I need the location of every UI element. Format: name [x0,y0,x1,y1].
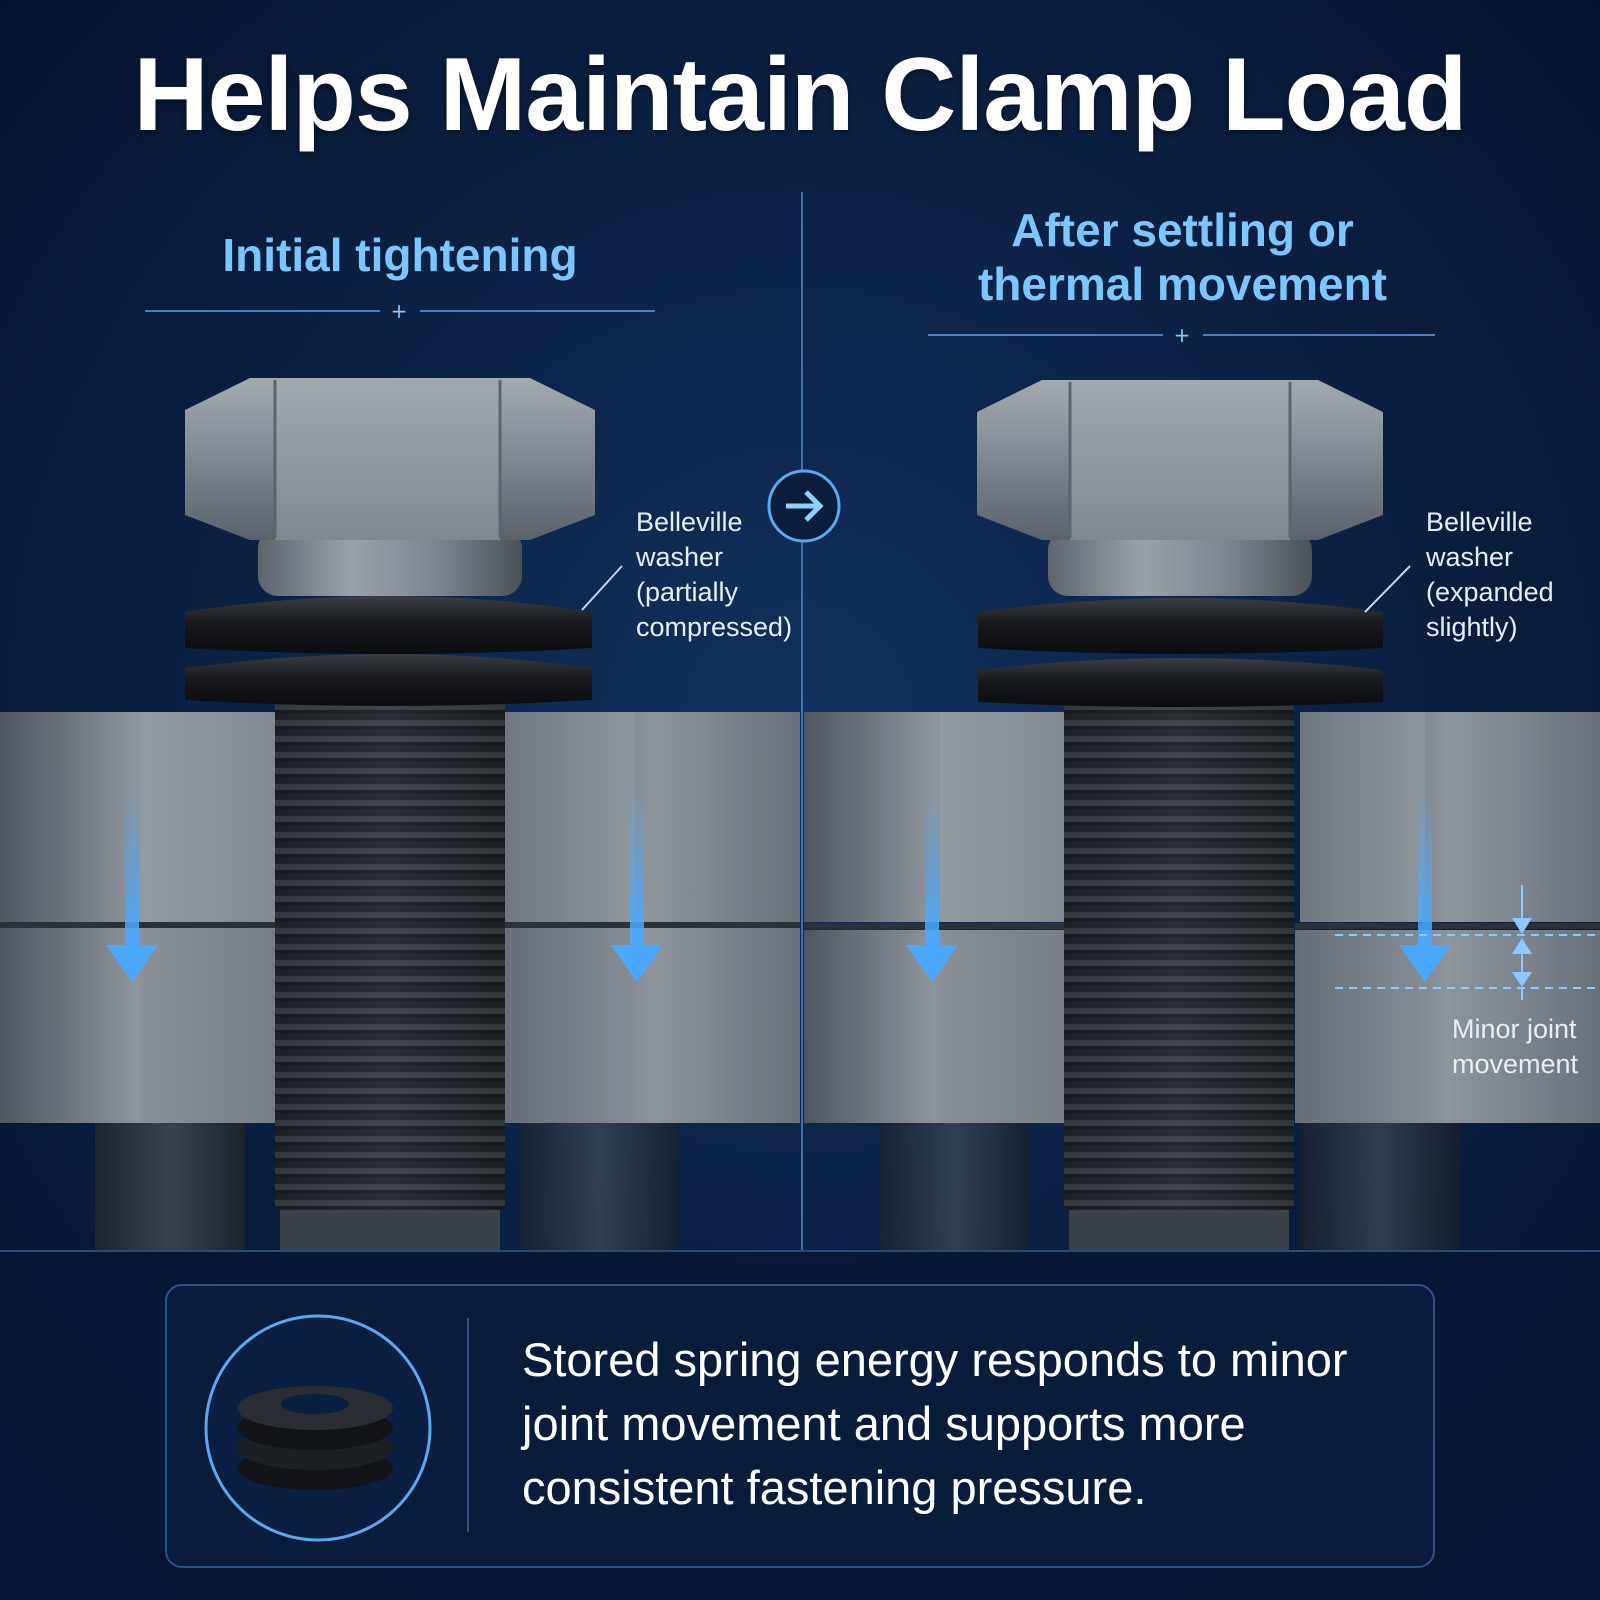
callout-line: Belleville [636,507,743,537]
right-panel-title-line: thermal movement [977,258,1387,310]
svg-text:+: + [1174,323,1191,347]
callout-line: (partially [636,577,739,607]
left-title-ornament: + [145,299,655,323]
clamp-arrow-icon [906,795,958,982]
dimension-arrow-icon [1335,885,1600,1000]
right-belleville-washer-lower [978,658,1383,707]
clamp-arrow-icon [1399,795,1451,982]
left-washer-callout: Belleville washer (partially compressed) [636,505,796,645]
callout-line: compressed) [636,612,793,642]
arrow-right-icon [767,469,841,543]
left-panel-title: Initial tightening [150,228,650,282]
clamp-arrow-icon [611,790,663,982]
right-title-ornament: + [928,323,1435,347]
minor-joint-movement-label: Minor joint movement [1452,1012,1592,1082]
callout-line: washer [1426,542,1514,572]
right-belleville-washer-upper [978,598,1383,654]
movement-line: movement [1452,1049,1579,1079]
left-panel-title-text: Initial tightening [222,229,578,281]
clamp-arrow-icon [106,790,158,982]
left-assembly [0,378,800,1250]
left-belleville-washer-upper [185,596,592,654]
movement-line: Minor joint [1452,1014,1577,1044]
right-washer-callout: Belleville washer (expanded slightly) [1426,505,1586,645]
summary-box [165,1284,1435,1568]
callout-line: (expanded [1426,577,1554,607]
summary-text: Stored spring energy responds to minor j… [522,1328,1382,1520]
right-panel-title-line: After settling or [1011,204,1354,256]
headline: Helps Maintain Clamp Load [133,37,1468,153]
right-panel-title: After settling or thermal movement [920,203,1445,311]
callout-line: slightly) [1426,612,1518,642]
left-belleville-washer-lower [185,654,592,706]
summary-line: joint movement and supports more [522,1397,1246,1450]
callout-line: washer [636,542,724,572]
summary-line: consistent fastening pressure. [522,1461,1147,1514]
svg-text:+: + [391,299,408,323]
callout-line: Belleville [1426,507,1533,537]
washer-stack-icon [204,1314,432,1542]
summary-line: Stored spring energy responds to minor [522,1333,1348,1386]
right-assembly [804,380,1600,1250]
